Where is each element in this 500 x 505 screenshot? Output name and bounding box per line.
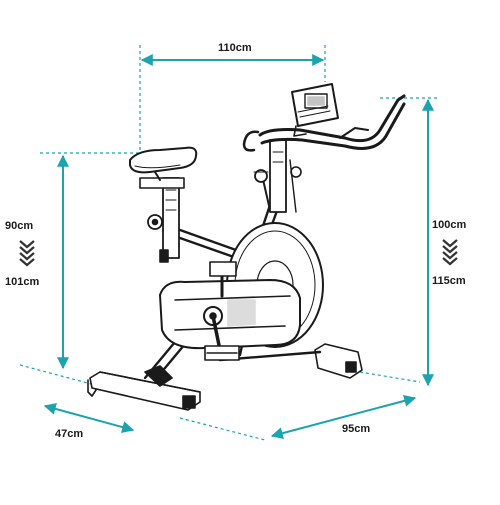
handlebar-stem (269, 139, 302, 213)
label-handlebar-height-min: 100cm (432, 219, 466, 231)
rear-foot-pad (144, 365, 173, 387)
handlebar-adjust-chevrons (442, 239, 458, 266)
resistance-knob (253, 169, 271, 211)
label-width: 47cm (55, 428, 83, 440)
label-handlebar-height-max: 115cm (432, 275, 466, 287)
label-seat-height-min: 90cm (5, 220, 33, 232)
label-length-bottom: 95cm (342, 423, 370, 435)
rear-stabilizer (87, 371, 201, 411)
seat-assembly (129, 146, 198, 263)
seat-adjust-chevrons (19, 240, 35, 267)
arrow-width (43, 403, 135, 433)
front-stabilizer (314, 343, 363, 379)
exercise-bike-drawing (87, 83, 406, 411)
handlebars (242, 94, 406, 152)
label-length-top: 110cm (218, 42, 252, 54)
extension-lines (19, 45, 440, 441)
crank-assembly (203, 261, 240, 361)
label-seat-height-max: 101cm (5, 276, 39, 288)
flywheel-cover (159, 279, 301, 350)
arrow-length-bottom (270, 394, 417, 440)
console-monitor (291, 83, 339, 137)
dimension-arrows (43, 54, 434, 440)
